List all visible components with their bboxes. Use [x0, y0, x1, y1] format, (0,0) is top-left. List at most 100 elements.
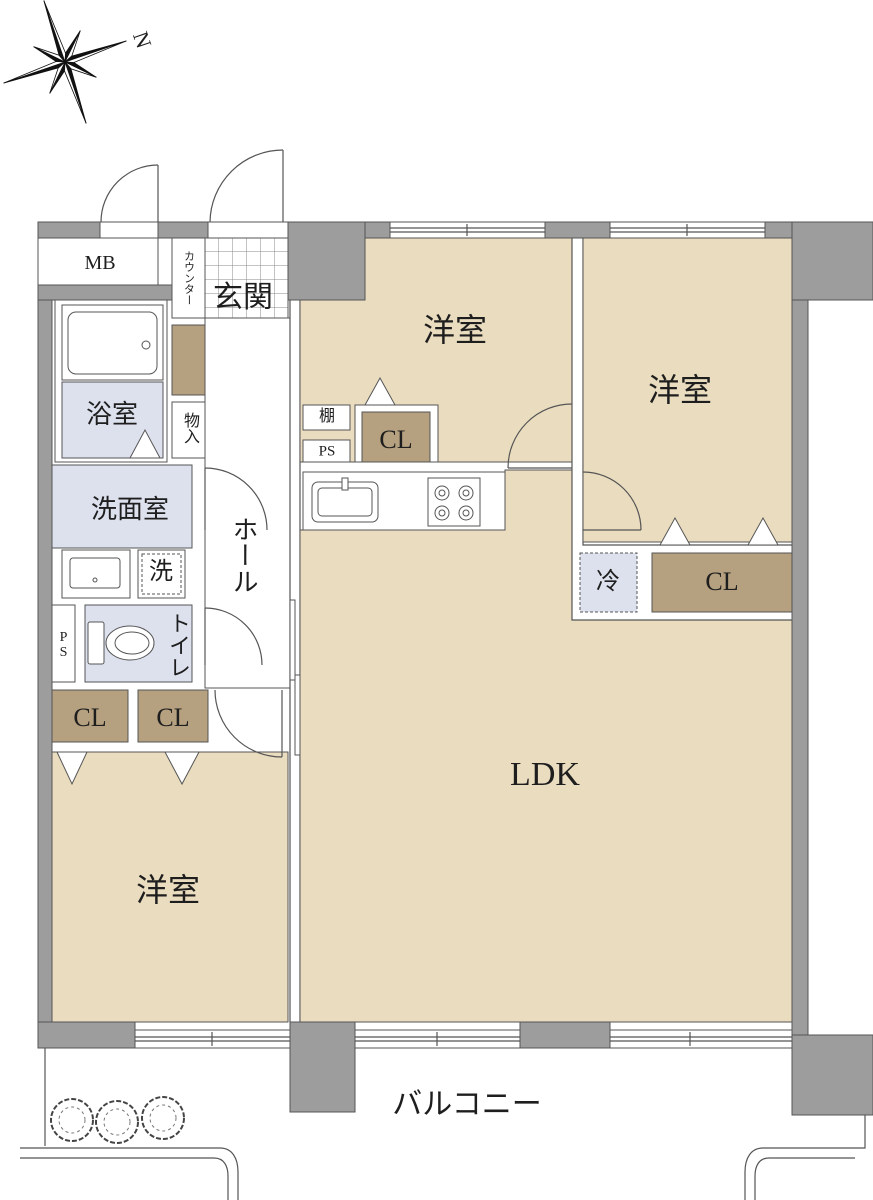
sliding-door-panel [289, 599, 296, 681]
walls [37, 221, 873, 1116]
counter-box [171, 237, 206, 319]
mb-label: MB [84, 252, 116, 274]
closet-left-2 [137, 689, 209, 743]
door-swing-arc [582, 471, 642, 531]
kitchen-sink-basin [317, 487, 373, 517]
bathroom-label: 浴室 [85, 400, 139, 429]
entrance-door [209, 149, 284, 223]
western-room-right-door [582, 471, 642, 531]
balcony-railing [20, 1157, 229, 1200]
balcony-railing [744, 1115, 866, 1200]
door-threshold [207, 221, 289, 239]
window-glass [355, 1032, 520, 1046]
washroom-floor [51, 464, 193, 549]
door-swing-arc [204, 467, 268, 531]
shelf-label: 棚 [318, 408, 336, 425]
plant-icon [58, 1106, 86, 1134]
compass-rose-icon [3, 0, 127, 124]
fridge-label: 冷 [596, 569, 620, 595]
washroom-label: 洗面室 [90, 495, 170, 524]
burner-icon [438, 489, 446, 497]
mb-box [37, 237, 159, 286]
door-swing-arc [204, 607, 263, 666]
wall [544, 221, 611, 239]
washer-pan [141, 553, 182, 595]
window-glass [610, 224, 765, 236]
plant-icon [95, 1100, 139, 1144]
balcony-railing [20, 1147, 239, 1200]
window-top-left [389, 221, 546, 239]
closet-door-mark [659, 516, 691, 546]
entrance-tile-floor [204, 237, 289, 319]
wall [157, 221, 209, 239]
door-swing-arc [209, 149, 284, 223]
shelf-box [302, 404, 351, 431]
bathtub [67, 311, 158, 375]
closet-top [361, 411, 431, 463]
plant-icon [50, 1098, 94, 1142]
plant-icon [50, 1098, 94, 1142]
bathroom-folding-door [129, 428, 161, 459]
wall-column [289, 1021, 356, 1113]
pipe-shaft-toilet [51, 604, 76, 683]
sliding-door-panel [294, 674, 301, 756]
storage-label: 物入 [181, 412, 198, 444]
mb-door [100, 164, 159, 223]
door-swing-arc [214, 689, 283, 758]
door-threshold [99, 221, 159, 239]
wall [764, 221, 793, 239]
closet-top-label: CL [379, 425, 413, 454]
wall [37, 299, 53, 1036]
compass-point-north [64, 40, 127, 63]
stove [427, 477, 481, 527]
closet-right-label: CL [705, 567, 739, 596]
wall-column [791, 221, 873, 301]
washroom-door [204, 467, 268, 531]
wall [37, 1021, 136, 1049]
balcony-railing [754, 1157, 855, 1200]
closet-left-1 [51, 689, 129, 743]
faucet-icon [341, 477, 349, 491]
western-room-left-door [214, 689, 283, 758]
ps-kitchen-label: PS [318, 443, 336, 460]
compass-point [3, 61, 66, 84]
washer-space [137, 549, 186, 599]
window-bottom-left [134, 1029, 291, 1049]
wall [791, 299, 809, 1036]
closet-door-mark [747, 516, 779, 546]
plant-icon [149, 1104, 177, 1132]
plant-icon [141, 1096, 185, 1140]
wall [364, 221, 391, 239]
door-swing-arc [100, 164, 159, 223]
burner-icon [438, 509, 446, 517]
window-glass [390, 224, 545, 236]
closet-left-2-label: CL [156, 703, 190, 732]
toilet-door [204, 607, 263, 666]
western-room-right-floor [582, 237, 793, 543]
compass-point [43, 0, 66, 63]
western-room-right-label: 洋室 [647, 372, 713, 408]
door-swing-arc [507, 403, 573, 469]
plant-icon [95, 1100, 139, 1144]
ldk-label: LDK [510, 756, 580, 793]
wall-column [287, 221, 366, 301]
wall [519, 1021, 611, 1049]
counter-label: カウンター [182, 250, 195, 306]
hall-floor [204, 317, 291, 689]
plant-icon [103, 1108, 131, 1136]
western-room-top-door [507, 403, 573, 469]
closet-left-1-label: CL [73, 703, 107, 732]
window-bottom-right [609, 1029, 793, 1049]
pipe-shaft-kitchen [302, 439, 351, 463]
window-top-right [609, 221, 766, 239]
closet-door-mark [56, 751, 88, 786]
balcony [20, 1048, 866, 1200]
closet-door-mark [364, 376, 396, 406]
storage-box [171, 401, 206, 459]
balcony-label: バルコニー [392, 1088, 542, 1121]
compass-point [64, 61, 87, 124]
window-glass [610, 1032, 792, 1046]
closet-right [651, 552, 793, 613]
